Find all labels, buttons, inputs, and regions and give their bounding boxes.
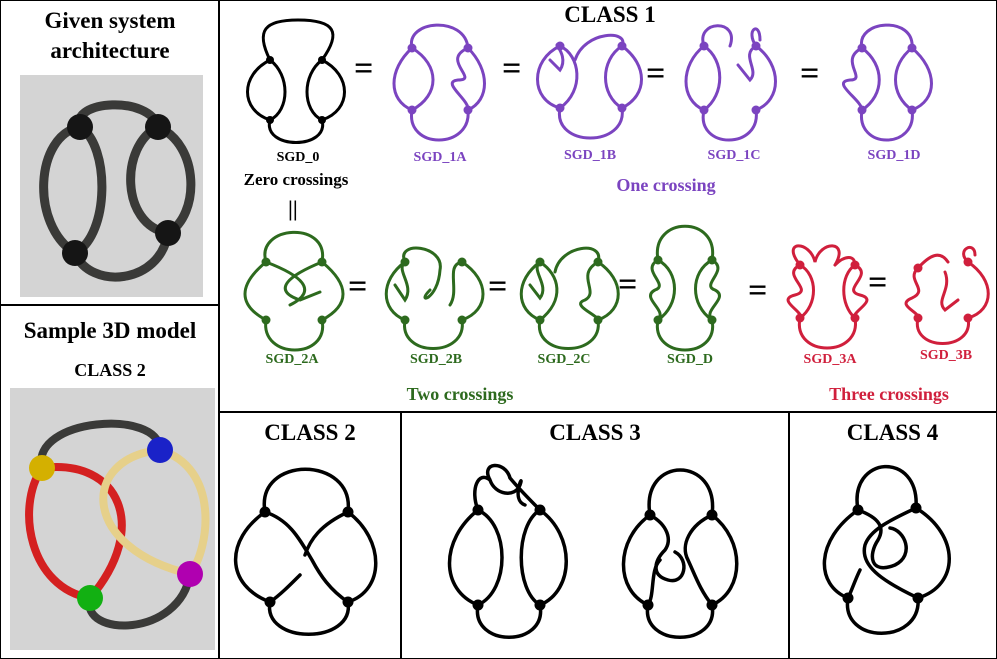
class4-title: CLASS 4 <box>846 420 939 445</box>
equals-sign: = <box>488 268 508 305</box>
one-crossing-label: One crossing <box>616 175 716 195</box>
sgd-1b-label: SGD_1B <box>563 148 617 163</box>
equals-sign: = <box>646 55 666 92</box>
sample-model-render <box>10 388 215 650</box>
two-crossings-label: Two crossings <box>406 384 514 404</box>
sgd-2c-label: SGD_2C <box>537 352 591 367</box>
sgd-d-label: SGD_D <box>667 352 713 367</box>
sgd-0-diagram <box>246 18 346 144</box>
sgd-3b-diagram <box>904 245 990 345</box>
zero-crossings-label: Zero crossings <box>243 170 349 189</box>
sgd-2c-diagram <box>519 246 620 350</box>
given-architecture-title: Given system architecture <box>44 8 176 63</box>
sgd-2a-diagram <box>243 230 345 352</box>
class4-diagram <box>822 464 951 635</box>
sgd-1a-diagram <box>392 23 486 142</box>
sgd-2a-label: SGD_2A <box>265 352 319 367</box>
three-crossings-label: Three crossings <box>829 384 949 404</box>
class1-title: CLASS 1 <box>564 2 656 27</box>
equals-sign: = <box>800 55 820 92</box>
given-architecture-frame <box>0 0 220 305</box>
class3-right-diagram <box>621 468 739 639</box>
sample-model-title: Sample 3D model <box>23 318 197 343</box>
given-architecture-render <box>20 75 203 297</box>
equals-sign: = <box>868 264 888 301</box>
sgd-1a-label: SGD_1A <box>413 150 467 165</box>
equals-sign: = <box>354 50 374 87</box>
sgd-1c-diagram <box>684 24 777 142</box>
class2-title: CLASS 2 <box>264 420 356 445</box>
sgd-0-label: SGD_0 <box>276 150 320 165</box>
sgd-1c-label: SGD_1C <box>707 148 761 163</box>
vertical-equals-sign: || <box>288 196 298 221</box>
equals-sign: = <box>348 268 368 305</box>
sample-model-subtitle: CLASS 2 <box>74 360 146 380</box>
sgd-2b-label: SGD_2B <box>409 352 463 367</box>
class3-left-diagram <box>447 463 568 639</box>
sgd-3b-label: SGD_3B <box>919 348 973 363</box>
equals-sign: = <box>502 50 522 87</box>
class3-title: CLASS 3 <box>549 420 641 445</box>
class2-diagram <box>233 467 378 636</box>
sgd-1d-label: SGD_1D <box>867 148 921 163</box>
sgd-3a-label: SGD_3A <box>803 352 857 367</box>
sgd-2b-diagram <box>384 246 485 350</box>
sgd-1d-diagram <box>841 23 933 142</box>
equals-sign: = <box>618 266 638 303</box>
equals-sign: = <box>748 272 768 309</box>
sgd-d-diagram <box>649 224 721 352</box>
